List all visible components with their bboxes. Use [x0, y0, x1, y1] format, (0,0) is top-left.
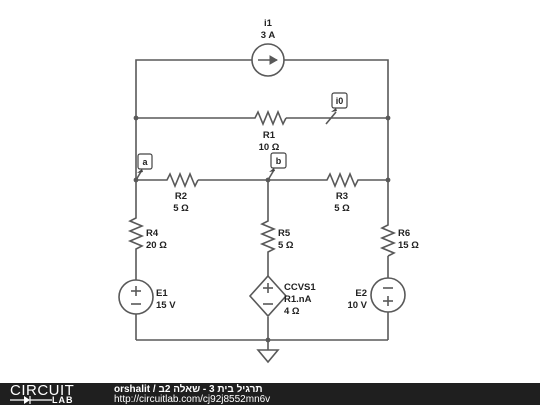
r1-value-label: 10 Ω	[259, 142, 280, 153]
r4-name-label: R4	[146, 228, 159, 239]
e2-value-label: 10 V	[347, 300, 367, 311]
current-probe-i0[interactable]: i0	[325, 92, 348, 125]
junction-dot	[385, 115, 391, 121]
logo-trace-icon	[10, 396, 52, 404]
resistor-r2[interactable]: R2 5 Ω	[164, 171, 199, 214]
r3-name-label: R3	[336, 191, 348, 202]
r1-name-label: R1	[263, 130, 276, 141]
voltage-source-e1[interactable]: E1 15 V	[118, 279, 176, 315]
circuit-title: orshalit / תרגיל בית 3 - שאלה 2ב	[114, 384, 263, 395]
r3-value-label: 5 Ω	[334, 203, 350, 214]
voltage-source-e2[interactable]: E2 10 V	[347, 277, 406, 313]
r5-name-label: R5	[278, 228, 291, 239]
r5-value-label: 5 Ω	[278, 240, 294, 251]
r4-value-label: 20 Ω	[146, 240, 167, 251]
resistor-r3[interactable]: R3 5 Ω	[324, 171, 360, 214]
e1-value-label: 15 V	[156, 300, 176, 311]
resistor-r1[interactable]: R1 10 Ω	[252, 109, 287, 153]
probe-i0-label: i0	[336, 96, 344, 106]
footer-bar: CIRCUIT LAB orshalit / תרגיל בית 3 - שאל…	[0, 382, 540, 405]
ccvs1-expr-label: R1.nA	[284, 294, 312, 305]
resistor-r4[interactable]: R4 20 Ω	[127, 215, 167, 251]
circuit-url-link[interactable]: http://circuitlab.com/cj92j8552mn6v	[114, 394, 271, 405]
current-source-i1[interactable]: i1 3 A	[251, 18, 285, 77]
resistor-r5[interactable]: R5 5 Ω	[259, 218, 294, 253]
junction-dot	[265, 337, 271, 343]
e2-name-label: E2	[355, 288, 367, 299]
r6-value-label: 15 Ω	[398, 240, 419, 251]
probe-a-label: a	[142, 157, 148, 167]
voltage-probe-b[interactable]: b	[267, 152, 287, 181]
wires	[135, 59, 389, 350]
logo-text-bottom: LAB	[52, 395, 74, 405]
r2-value-label: 5 Ω	[173, 203, 189, 214]
circuit-schematic: i1 3 A R1 10 Ω i0 R2 5 Ω a R3 5 Ω b	[118, 18, 419, 364]
ccvs1-value-label: 4 Ω	[284, 306, 300, 317]
voltage-probe-a[interactable]: a	[135, 153, 153, 181]
ccvs-source-ccvs1[interactable]: CCVS1 R1.nA 4 Ω	[248, 274, 316, 318]
circuitlab-logo[interactable]: CIRCUIT LAB	[10, 382, 98, 405]
i1-name-label: i1	[264, 18, 273, 29]
junction-dot	[133, 115, 139, 121]
i1-value-label: 3 A	[261, 30, 276, 41]
e1-name-label: E1	[156, 288, 168, 299]
junction-dot	[385, 177, 391, 183]
logo-text-top: CIRCUIT	[10, 382, 75, 399]
r2-name-label: R2	[175, 191, 187, 202]
ccvs1-name-label: CCVS1	[284, 282, 316, 293]
resistor-r6[interactable]: R6 15 Ω	[379, 222, 419, 257]
r6-name-label: R6	[398, 228, 410, 239]
probe-b-label: b	[276, 156, 282, 166]
ground-icon	[256, 349, 280, 364]
